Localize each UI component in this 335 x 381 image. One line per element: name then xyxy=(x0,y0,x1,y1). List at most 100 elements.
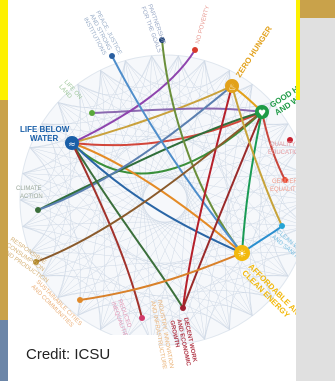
web-line xyxy=(22,123,289,227)
web-line xyxy=(22,84,253,174)
web-line xyxy=(22,60,205,227)
web-line xyxy=(19,199,56,277)
curve-peace-energy xyxy=(111,55,243,254)
curve-hunger-cleanwater xyxy=(231,85,283,227)
life-below-water-glyph: ≈ xyxy=(68,140,76,150)
web-line xyxy=(29,84,81,253)
web-line xyxy=(29,84,81,148)
zero-hunger-node xyxy=(225,79,239,93)
curve-climate-health xyxy=(37,111,263,211)
curve-health-energy xyxy=(241,111,263,254)
background-right-strip xyxy=(296,0,335,381)
web-line xyxy=(57,102,230,330)
web-line xyxy=(19,70,230,201)
web-line xyxy=(259,123,289,298)
web-line xyxy=(22,173,296,179)
web-line xyxy=(100,70,179,345)
web-line xyxy=(41,70,101,126)
web-line xyxy=(77,123,289,316)
node-no-poverty xyxy=(192,47,198,53)
web-line xyxy=(259,102,289,277)
web-line xyxy=(22,226,253,316)
curve-water-decent xyxy=(71,142,184,309)
web-line xyxy=(29,147,81,316)
curve-poverty-water xyxy=(71,49,196,144)
web-line xyxy=(41,274,101,330)
life-below-water-label: LIFE BELOW WATER xyxy=(20,125,72,143)
affordable-energy-node xyxy=(234,245,250,261)
node-climate xyxy=(35,207,41,213)
web-line xyxy=(41,275,205,340)
web-line xyxy=(249,152,296,316)
web-line xyxy=(125,275,289,340)
web-line xyxy=(19,148,296,201)
web-line xyxy=(125,60,253,316)
curve-water-energy xyxy=(71,142,243,254)
web-line xyxy=(151,150,296,345)
node-sustainable xyxy=(77,297,83,303)
affordable-energy-glyph: ☀ xyxy=(238,249,247,260)
background-left-strip xyxy=(0,0,8,381)
web-line xyxy=(178,230,296,345)
web-line xyxy=(29,201,296,253)
web-line xyxy=(29,147,273,298)
web-line xyxy=(204,60,296,193)
web-line xyxy=(249,252,296,316)
good-health-node xyxy=(255,105,269,119)
curve-hunger-water xyxy=(71,85,233,144)
web-line xyxy=(125,315,205,340)
web-line xyxy=(77,228,296,316)
web-line xyxy=(29,252,81,316)
web-line xyxy=(22,173,51,253)
web-line xyxy=(57,102,126,340)
web-line xyxy=(19,199,230,330)
web-line xyxy=(178,55,289,277)
web-line xyxy=(178,55,296,170)
web-line xyxy=(41,123,289,138)
web-line xyxy=(57,60,126,298)
curve-sustainable-energy xyxy=(79,252,243,301)
curve-health-gender xyxy=(261,111,286,181)
curve-land-health xyxy=(91,107,263,114)
node-partnership xyxy=(159,37,165,43)
web-line xyxy=(77,84,205,340)
web-line xyxy=(22,147,51,227)
web-line xyxy=(264,229,296,298)
web-line xyxy=(225,84,253,330)
web-line xyxy=(249,84,296,248)
web-line xyxy=(22,173,205,340)
web-line xyxy=(29,102,273,149)
web-line xyxy=(19,123,56,201)
curve-water-reduced xyxy=(71,142,143,319)
web-line xyxy=(178,60,205,345)
web-line xyxy=(151,55,230,88)
curve-responsible-health xyxy=(35,111,263,263)
web-line xyxy=(249,84,296,148)
web-line xyxy=(100,312,179,345)
education-label: QUALITY EDUCATION xyxy=(268,142,303,156)
node-reduced xyxy=(139,315,145,321)
climate-label: CLIMATE ACTION xyxy=(16,186,43,200)
web-line xyxy=(22,221,296,227)
curve-health-water-red xyxy=(71,111,263,147)
node-education xyxy=(287,137,293,143)
web-line xyxy=(19,60,126,201)
web-line xyxy=(77,60,205,316)
web-line xyxy=(29,55,179,148)
gender-label: GENDER EQUALITY xyxy=(270,179,300,193)
web-line xyxy=(77,295,253,316)
web-line xyxy=(229,182,296,330)
web-line xyxy=(77,70,105,316)
node-responsible xyxy=(33,259,39,265)
life-below-water-node xyxy=(65,136,79,150)
web-line xyxy=(57,251,296,298)
web-line xyxy=(57,292,126,340)
web-line xyxy=(100,70,273,298)
web-line xyxy=(125,55,152,340)
web-line xyxy=(204,292,273,340)
web-line xyxy=(229,274,289,330)
node-dots xyxy=(33,37,293,321)
web-line xyxy=(178,304,253,345)
